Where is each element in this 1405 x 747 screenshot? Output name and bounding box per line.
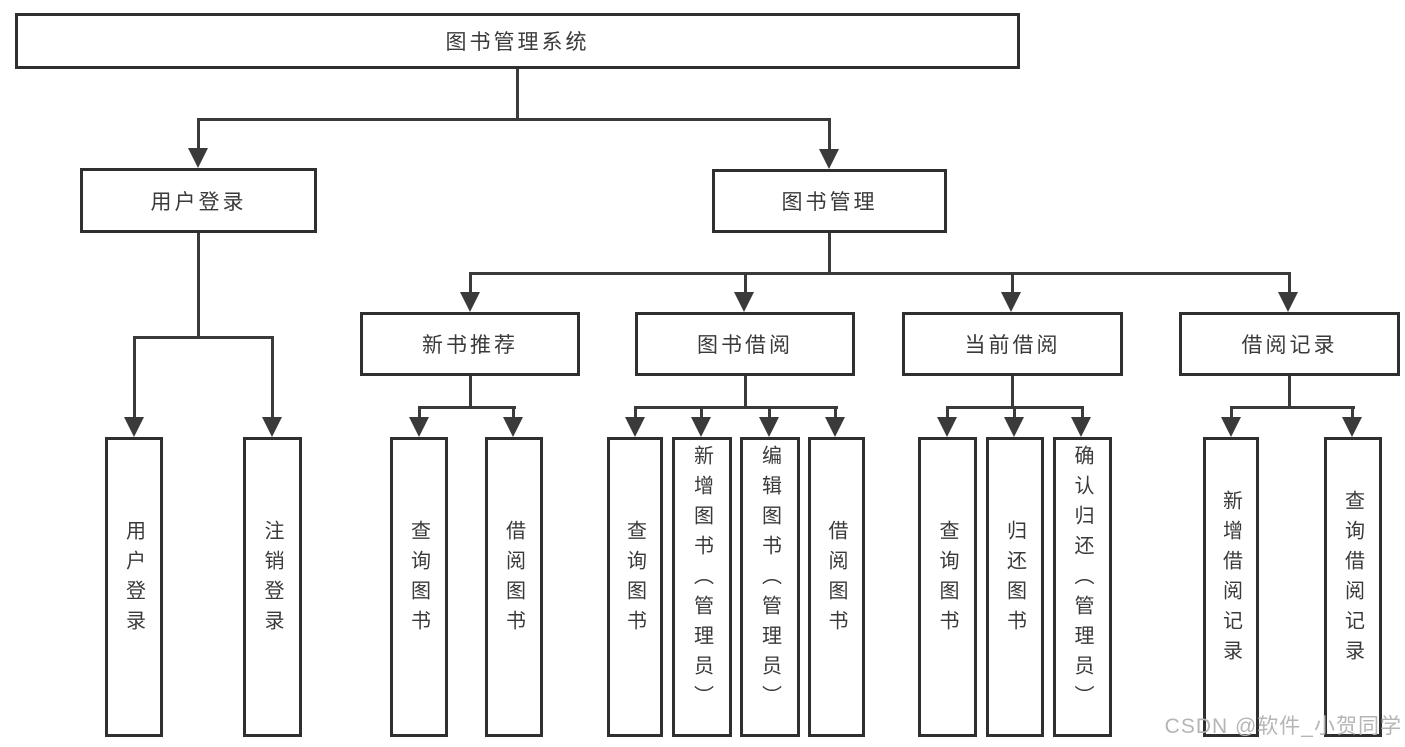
connector-line	[1230, 406, 1233, 419]
node-leaf-logout: 注销登录	[243, 437, 302, 737]
node-leaf-confirm-return-admin: 确认归还（管理员）	[1053, 437, 1112, 737]
connector-line	[271, 336, 274, 419]
connector-line	[133, 336, 136, 419]
node-leaf-add-book-admin: 新增图书（管理员）	[672, 437, 732, 737]
node-leaf-query-borrow-record: 查询借阅记录	[1324, 437, 1382, 737]
arrow-down-icon	[460, 292, 480, 312]
node-leaf-return-book: 归还图书	[986, 437, 1044, 737]
connector-line	[1013, 406, 1016, 419]
arrow-down-icon	[819, 149, 839, 169]
connector-line	[834, 406, 837, 419]
connector-line	[744, 376, 747, 409]
arrow-down-icon	[1071, 417, 1091, 437]
arrow-down-icon	[124, 417, 144, 437]
connector-line	[1288, 272, 1291, 294]
connector-line	[1351, 406, 1354, 419]
arrow-down-icon	[409, 417, 429, 437]
connector-line	[512, 406, 515, 419]
connector-line	[469, 376, 472, 409]
connector-line	[469, 272, 472, 294]
connector-line	[744, 272, 747, 294]
connector-line	[197, 118, 200, 150]
node-user-login: 用户登录	[80, 168, 317, 233]
connector-line	[1081, 406, 1084, 419]
connector-line	[700, 406, 703, 419]
node-leaf-borrow-book-recommend: 借阅图书	[485, 437, 543, 737]
connector-line	[634, 406, 838, 409]
node-new-book-recommend: 新书推荐	[360, 312, 580, 376]
arrow-down-icon	[1001, 292, 1021, 312]
connector-line	[634, 406, 637, 419]
node-leaf-user-login: 用户登录	[105, 437, 163, 737]
node-leaf-add-borrow-record: 新增借阅记录	[1203, 437, 1259, 737]
connector-line	[516, 68, 519, 118]
arrow-down-icon	[825, 417, 845, 437]
connector-line	[469, 272, 1291, 275]
watermark: CSDN @软件_小贺同学	[1164, 715, 1402, 738]
arrow-down-icon	[625, 417, 645, 437]
connector-line	[768, 406, 771, 419]
node-current-borrow: 当前借阅	[902, 312, 1123, 376]
arrow-down-icon	[937, 417, 957, 437]
connector-line	[946, 406, 949, 419]
arrow-down-icon	[734, 292, 754, 312]
node-leaf-edit-book-admin: 编辑图书（管理员）	[740, 437, 800, 737]
node-library-system: 图书管理系统	[15, 13, 1020, 69]
connector-line	[828, 118, 831, 151]
connector-line	[1288, 376, 1291, 409]
node-leaf-borrow-book: 借阅图书	[808, 437, 865, 737]
arrow-down-icon	[262, 417, 282, 437]
arrow-down-icon	[1342, 417, 1362, 437]
node-leaf-query-book-current: 查询图书	[918, 437, 977, 737]
arrow-down-icon	[1278, 292, 1298, 312]
connector-line	[418, 406, 421, 419]
connector-line	[133, 336, 274, 339]
arrow-down-icon	[1004, 417, 1024, 437]
node-borrow-records: 借阅记录	[1179, 312, 1400, 376]
arrow-down-icon	[1221, 417, 1241, 437]
node-leaf-query-book-borrow: 查询图书	[607, 437, 663, 737]
connector-line	[1011, 376, 1014, 409]
connector-line	[197, 118, 831, 121]
connector-line	[197, 233, 200, 336]
connector-line	[418, 406, 516, 409]
connector-line	[1011, 272, 1014, 294]
connector-line	[1230, 406, 1355, 409]
arrow-down-icon	[691, 417, 711, 437]
arrow-down-icon	[503, 417, 523, 437]
node-book-management: 图书管理	[712, 169, 947, 233]
node-leaf-query-book-recommend: 查询图书	[390, 437, 448, 737]
arrow-down-icon	[759, 417, 779, 437]
arrow-down-icon	[188, 148, 208, 168]
node-book-borrow: 图书借阅	[635, 312, 855, 376]
connector-line	[828, 233, 831, 275]
